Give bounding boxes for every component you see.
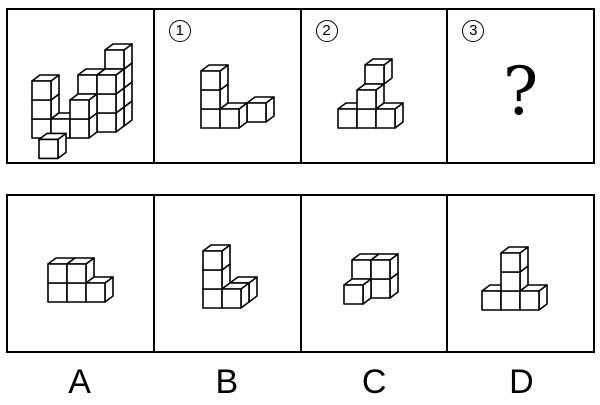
- marker-2: 2: [315, 20, 338, 42]
- option-panel-b[interactable]: [155, 196, 302, 351]
- option-label-a[interactable]: A: [68, 363, 91, 401]
- cube-front-face: [199, 108, 221, 129]
- cube: [199, 64, 229, 91]
- cube: [69, 93, 98, 120]
- cube: [85, 276, 114, 303]
- cube: [342, 278, 372, 305]
- cube-front-face: [201, 288, 223, 309]
- cube: [201, 244, 231, 271]
- cube-front-face: [481, 290, 503, 311]
- cube-front-face: [519, 290, 541, 311]
- options-row: [6, 194, 595, 353]
- cube: [500, 246, 530, 273]
- marker-3: 3: [462, 20, 485, 42]
- cube: [245, 96, 275, 123]
- cube-front-face: [369, 278, 391, 299]
- cube: [220, 282, 250, 309]
- cube-front-face: [374, 108, 396, 129]
- cube-front-face: [218, 108, 240, 129]
- option-panel-a[interactable]: [8, 196, 155, 351]
- option-label-d[interactable]: D: [509, 363, 534, 401]
- cube: [66, 257, 95, 284]
- question-panel-3: 3 ?: [448, 10, 593, 162]
- cube-piece-1: [199, 64, 275, 129]
- cube-front-face: [350, 259, 372, 280]
- cube-front-face: [66, 282, 87, 303]
- cube-front-face: [31, 80, 52, 101]
- cube-front-face: [47, 263, 68, 284]
- cube: [104, 43, 133, 70]
- cube: [218, 102, 248, 129]
- option-panel-d[interactable]: [448, 196, 593, 351]
- cube-front-face: [201, 269, 223, 290]
- cube: [31, 74, 60, 101]
- cube-front-face: [85, 282, 106, 303]
- cube-front-face: [47, 282, 68, 303]
- cube: [38, 132, 67, 160]
- cube: [96, 68, 125, 95]
- cube-front-face: [201, 250, 223, 271]
- cube-front-face: [355, 89, 377, 110]
- cube-front-face: [96, 93, 117, 114]
- option-b-figure: [201, 244, 258, 309]
- cube-front-face: [69, 99, 90, 120]
- combined-cube-stack: [31, 43, 133, 160]
- question-panel-combined: [8, 10, 155, 162]
- option-panel-c[interactable]: [302, 196, 449, 351]
- cube-front-face: [342, 284, 364, 305]
- option-d-figure: [481, 246, 549, 311]
- cube-front-face: [363, 64, 385, 85]
- cube: [355, 83, 385, 110]
- question-panel-1: 1: [155, 10, 302, 162]
- option-label-b[interactable]: B: [215, 363, 239, 401]
- cube: [519, 284, 549, 311]
- cube-front-face: [199, 89, 221, 110]
- cube-front-face: [500, 252, 522, 273]
- cube-piece-2: [336, 58, 404, 129]
- cube-front-face: [199, 70, 221, 91]
- cube-front-face: [69, 118, 90, 139]
- question-row: 1 2 3 ?: [6, 8, 595, 164]
- cube-front-face: [500, 271, 522, 292]
- cube-front-face: [96, 74, 117, 95]
- option-a-figure: [47, 257, 114, 303]
- cube-front-face: [31, 99, 52, 120]
- cube-front-face: [66, 263, 87, 284]
- cube-front-face: [220, 288, 242, 309]
- cube: [369, 253, 399, 280]
- cube-front-face: [500, 290, 522, 311]
- cube-front-face: [104, 49, 125, 70]
- cube: [374, 102, 404, 129]
- marker-1: 1: [168, 20, 191, 42]
- question-mark: ?: [502, 53, 539, 130]
- cube-front-face: [245, 102, 267, 123]
- cube: [363, 58, 393, 85]
- cube-front-face: [355, 108, 377, 129]
- cube-front-face: [336, 108, 358, 129]
- cube-front-face: [369, 259, 391, 280]
- cube-front-face: [38, 138, 59, 160]
- question-panel-2: 2: [302, 10, 449, 162]
- option-label-c[interactable]: C: [361, 363, 387, 401]
- option-c-figure: [342, 253, 399, 305]
- cube-front-face: [77, 74, 98, 95]
- option-labels: A B C D: [6, 360, 595, 404]
- cube-front-face: [96, 112, 117, 133]
